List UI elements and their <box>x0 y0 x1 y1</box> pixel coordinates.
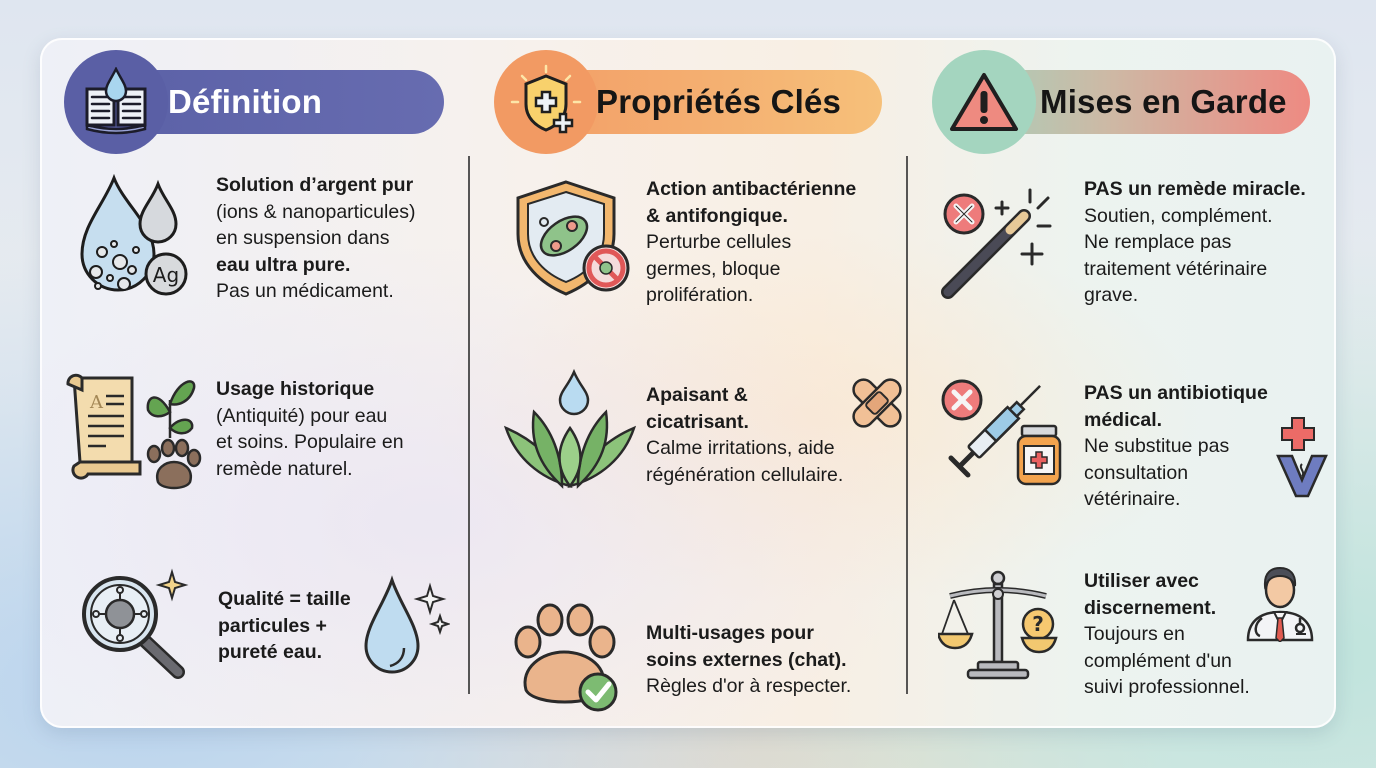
header-title-properties: Propriétés Clés <box>596 83 842 120</box>
column-warnings: Mises en Garde <box>908 38 1336 728</box>
header-warnings: Mises en Garde <box>932 50 1310 154</box>
text-line: eau ultra pure. <box>216 253 351 276</box>
text-line: suivi professionnel. <box>1084 676 1250 698</box>
text-line: Solution d’argent pur <box>216 174 414 196</box>
item-text: Apaisant & cicatrisant. Calme irritation… <box>646 382 906 488</box>
item-text: PAS un antibiotique médical. Ne substitu… <box>1084 380 1334 513</box>
text-line: consultation <box>1084 461 1189 484</box>
text-line: pureté eau. <box>218 641 323 663</box>
text-line: Multi-usages pour <box>646 622 814 644</box>
column-properties: Propriétés Clés Action anti <box>470 38 908 728</box>
text-line: Usage historique <box>216 378 375 400</box>
silver-water-drops-ag-icon: Ag <box>74 173 194 309</box>
header-title-definition: Définition <box>168 83 323 120</box>
scroll-plant-paw-icon: A <box>62 370 202 497</box>
syringe-medicine-cross-icon <box>936 374 1070 491</box>
column-definition: Définition Ag Solution d’argent p <box>40 38 470 728</box>
text-line: remède naturel. <box>216 457 353 480</box>
list-item: Multi-usages pour soins externes (chat).… <box>470 602 908 722</box>
paw-checkmark-icon <box>506 602 624 721</box>
item-text: Usage historique (Antiquité) pour eau et… <box>216 376 466 482</box>
text-line: prolifération. <box>646 284 754 306</box>
text-line: médical. <box>1084 408 1163 431</box>
svg-text:A: A <box>89 392 104 413</box>
text-line: germes, bloque <box>646 257 781 280</box>
header-title-warnings: Mises en Garde <box>1040 83 1287 120</box>
text-line: vétérinaire. <box>1084 488 1181 510</box>
item-text: Solution d’argent pur (ions & nanopartic… <box>216 172 466 305</box>
crossed-bandages-icon <box>844 372 910 439</box>
text-line: Perturbe cellules <box>646 231 792 253</box>
text-line: PAS un remède miracle. <box>1084 178 1306 200</box>
text-line: Soutien, complément. <box>1084 204 1273 227</box>
text-line: Calme irritations, aide <box>646 437 835 459</box>
header-definition: Définition <box>64 50 444 154</box>
veterinary-v-cross-icon <box>1276 414 1328 503</box>
column-divider-1 <box>468 156 470 694</box>
sparkling-water-drop-icon <box>360 574 452 685</box>
doctor-icon <box>1242 562 1318 647</box>
text-line: (Antiquité) pour eau <box>216 404 388 427</box>
text-line: discernement. <box>1084 596 1217 619</box>
svg-text:?: ? <box>1032 612 1044 636</box>
aloe-vera-drop-icon <box>500 368 640 497</box>
item-text: PAS un remède miracle. Soutien, compléme… <box>1084 176 1334 309</box>
list-item: Ag Solution d’argent pur (ions & nanopar… <box>40 168 470 308</box>
item-text: Multi-usages pour soins externes (chat).… <box>646 620 906 700</box>
list-item: Qualité = taille particules + pureté eau… <box>40 564 470 684</box>
list-item: PAS un antibiotique médical. Ne substitu… <box>908 372 1336 512</box>
text-line: Utiliser avec <box>1084 570 1199 592</box>
infographic-card: Définition Ag Solution d’argent p <box>40 38 1336 728</box>
text-line: Qualité = taille <box>218 588 351 610</box>
text-line: Action antibactérienne <box>646 178 857 200</box>
text-line: grave. <box>1084 284 1139 306</box>
shield-plus-icon <box>494 50 598 154</box>
column-divider-2 <box>906 156 908 694</box>
item-text: Utiliser avec discernement. Toujours en … <box>1084 568 1334 701</box>
balance-scale-question-icon: ? <box>936 568 1062 685</box>
text-line: Règles d'or à respecter. <box>646 675 852 697</box>
text-line: soins externes (chat). <box>646 648 847 671</box>
text-line: & antifongique. <box>646 204 788 227</box>
list-item: Action antibactérienne & antifongique. P… <box>470 172 908 312</box>
text-line: Ne remplace pas <box>1084 231 1232 253</box>
book-water-drop-icon <box>64 50 168 154</box>
shield-bacteria-blocked-icon <box>510 176 640 305</box>
magic-wand-cross-icon <box>938 184 1068 307</box>
list-item: A U <box>40 368 470 498</box>
text-line: Apaisant & <box>646 384 748 406</box>
text-line: (ions & nanoparticules) <box>216 200 416 223</box>
text-line: et soins. Populaire en <box>216 431 404 453</box>
svg-text:Ag: Ag <box>153 263 179 287</box>
text-line: cicatrisant. <box>646 410 749 433</box>
text-line: régénération cellulaire. <box>646 463 844 486</box>
text-line: PAS un antibiotique <box>1084 382 1268 404</box>
warning-triangle-icon <box>932 50 1036 154</box>
list-item: ? Utiliser avec discernement. Toujours e… <box>908 566 1336 708</box>
item-text: Action antibactérienne & antifongique. P… <box>646 176 906 309</box>
text-line: particules + <box>218 614 327 637</box>
text-line: en suspension dans <box>216 227 390 249</box>
text-line: complément d'un <box>1084 649 1232 672</box>
magnifier-particle-icon <box>74 566 190 687</box>
list-item: Apaisant & cicatrisant. Calme irritation… <box>470 368 908 498</box>
text-line: Toujours en <box>1084 623 1185 645</box>
list-item: PAS un remède miracle. Soutien, compléme… <box>908 172 1336 312</box>
text-line: traitement vétérinaire <box>1084 257 1268 280</box>
text-line: Pas un médicament. <box>216 280 394 302</box>
header-properties: Propriétés Clés <box>494 50 882 154</box>
text-line: Ne substitue pas <box>1084 435 1230 457</box>
item-text: Qualité = taille particules + pureté eau… <box>218 586 368 666</box>
